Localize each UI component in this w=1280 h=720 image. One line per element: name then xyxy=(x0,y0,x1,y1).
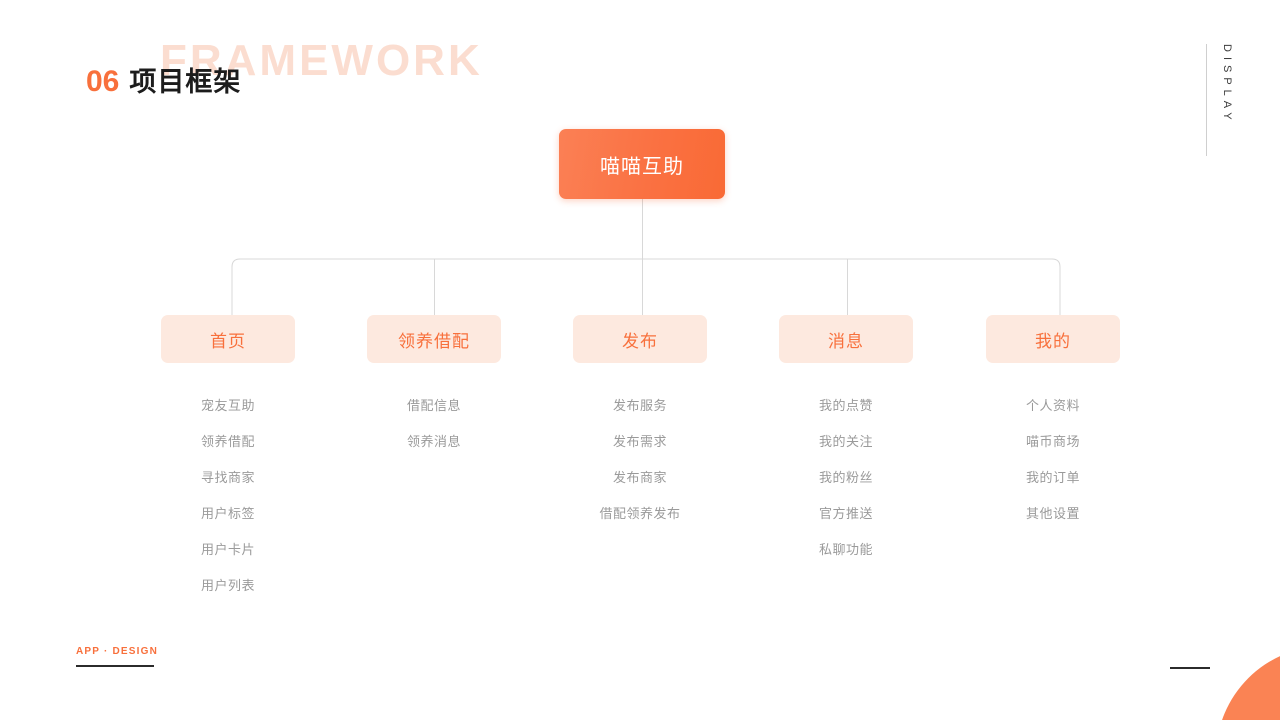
list-item[interactable]: 发布服务 xyxy=(612,398,667,413)
side-label: DISPLAY xyxy=(1206,44,1233,164)
category-node-4-label: 消息 xyxy=(828,331,864,351)
leaf-column-4: 我的点赞 我的关注 我的粉丝 官方推送 私聊功能 xyxy=(779,388,913,568)
list-item[interactable]: 宠友互助 xyxy=(200,398,255,413)
category-node-4[interactable]: 消息 xyxy=(779,315,913,363)
footer-divider xyxy=(76,665,154,667)
category-node-1[interactable]: 首页 xyxy=(161,315,295,363)
leaf-column-3: 发布服务 发布需求 发布商家 借配领养发布 xyxy=(573,388,707,532)
list-item[interactable]: 领养借配 xyxy=(200,434,255,449)
category-node-1-label: 首页 xyxy=(210,331,246,351)
section-number: 06 xyxy=(86,65,120,98)
list-item[interactable]: 用户卡片 xyxy=(200,542,255,557)
side-label-divider xyxy=(1206,44,1207,156)
list-item[interactable]: 个人资料 xyxy=(1025,398,1080,413)
footer-brand-text: APP · DESIGN xyxy=(76,646,159,657)
category-node-3[interactable]: 发布 xyxy=(573,315,707,363)
root-node[interactable]: 喵喵互助 xyxy=(559,129,725,199)
list-item[interactable]: 我的订单 xyxy=(1025,470,1080,485)
leaf-column-1: 宠友互助 领养借配 寻找商家 用户标签 用户卡片 用户列表 xyxy=(161,388,295,604)
list-item[interactable]: 我的点赞 xyxy=(818,398,873,413)
section-title: 项目框架 xyxy=(129,67,242,97)
list-item[interactable]: 领养消息 xyxy=(406,434,461,449)
list-item[interactable]: 发布需求 xyxy=(612,434,667,449)
list-item[interactable]: 发布商家 xyxy=(612,470,667,485)
list-item[interactable]: 其他设置 xyxy=(1025,506,1080,521)
list-item[interactable]: 喵币商场 xyxy=(1025,434,1080,449)
list-item[interactable]: 借配领养发布 xyxy=(599,506,681,521)
leaf-column-2: 借配信息 领养消息 xyxy=(367,388,501,460)
list-item[interactable]: 我的粉丝 xyxy=(818,470,873,485)
category-node-2-label: 领养借配 xyxy=(398,331,470,351)
leaf-column-5: 个人资料 喵币商场 我的订单 其他设置 xyxy=(986,388,1120,532)
page-title: 06 项目框架 xyxy=(86,60,241,99)
root-node-label: 喵喵互助 xyxy=(600,155,684,178)
bottom-right-divider xyxy=(1170,667,1210,669)
list-item[interactable]: 我的关注 xyxy=(818,434,873,449)
list-item[interactable]: 用户标签 xyxy=(200,506,255,521)
category-node-5[interactable]: 我的 xyxy=(986,315,1120,363)
list-item[interactable]: 官方推送 xyxy=(818,506,873,521)
list-item[interactable]: 借配信息 xyxy=(406,398,461,413)
list-item[interactable]: 寻找商家 xyxy=(200,470,255,485)
list-item[interactable]: 私聊功能 xyxy=(818,542,873,557)
list-item[interactable]: 用户列表 xyxy=(200,578,255,593)
category-node-2[interactable]: 领养借配 xyxy=(367,315,501,363)
category-node-5-label: 我的 xyxy=(1035,331,1071,351)
section-watermark: FRAMEWORK xyxy=(160,36,483,85)
side-label-text: DISPLAY xyxy=(1221,44,1233,125)
category-node-3-label: 发布 xyxy=(622,331,658,351)
footer-brand: APP · DESIGN xyxy=(76,646,159,667)
